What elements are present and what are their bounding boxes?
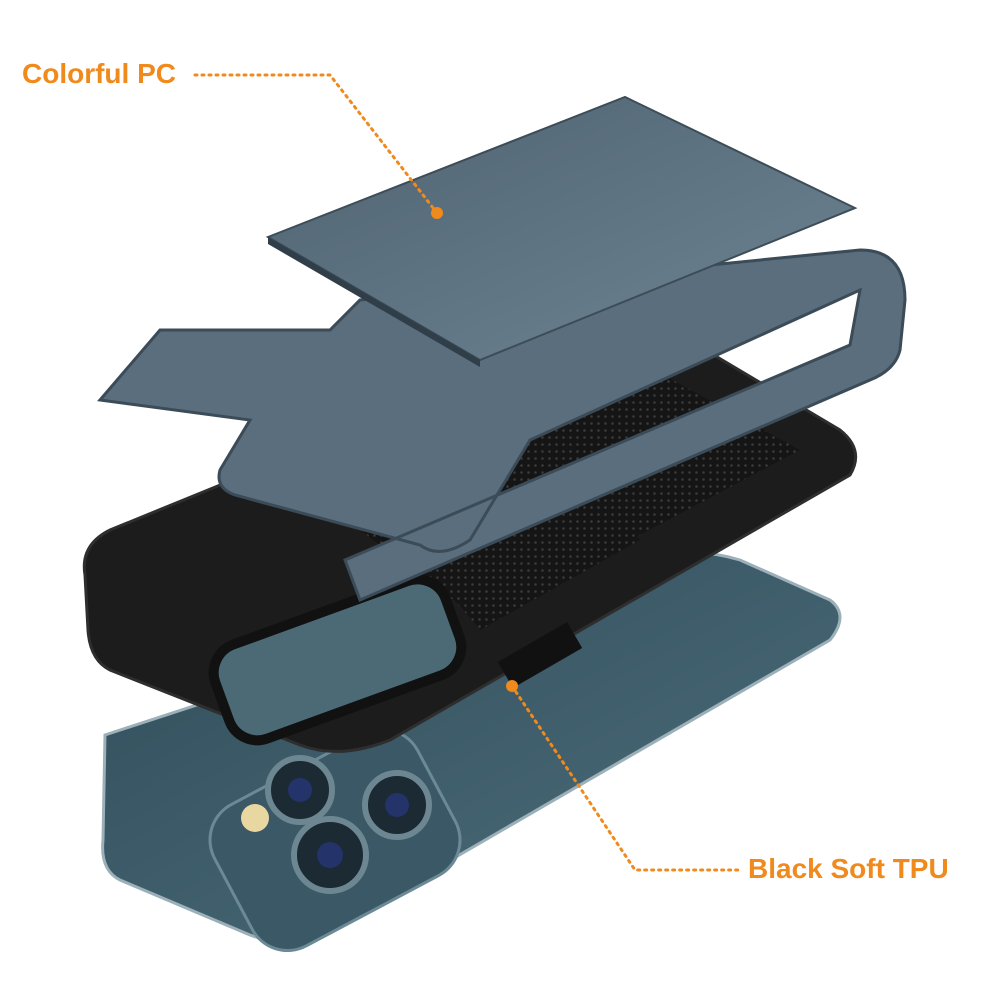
label-colorful-pc: Colorful PC [22, 58, 176, 89]
pointer-dot-tpu [506, 680, 518, 692]
phone [101, 551, 842, 953]
pointer-dot-pc [431, 207, 443, 219]
flash-icon [241, 804, 269, 832]
label-black-soft-tpu: Black Soft TPU [748, 853, 949, 884]
pc-outer-frame [97, 248, 907, 603]
label-leader-lines [193, 73, 742, 872]
card-slide-plate [265, 95, 858, 367]
